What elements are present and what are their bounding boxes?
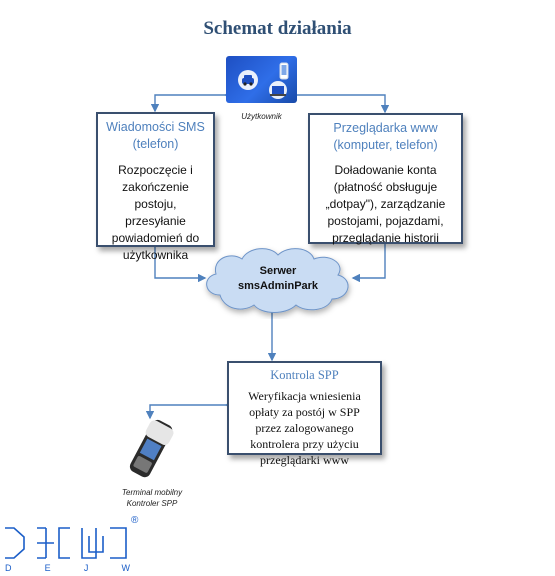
logo-letter: W (121, 563, 130, 573)
arrow-browser-server (351, 244, 386, 283)
sms-box: Wiadomości SMS (telefon) Rozpoczęcie i z… (96, 112, 215, 262)
terminal-device-icon (129, 419, 174, 478)
server-name-line2: smsAdminPark (237, 280, 319, 292)
logo-letter: E (44, 563, 51, 573)
page-title: Schemat działania (203, 18, 352, 39)
registered-mark: ® (131, 515, 139, 526)
terminal-caption: Terminal mobilny Kontroler SPP (104, 487, 200, 509)
browser-box-body: Doładowanie konta (płatność obsługuje „d… (325, 163, 446, 245)
laptop-icon (270, 84, 286, 102)
server-label: Serwer smsAdminPark (228, 264, 328, 294)
logo-letter: D (5, 563, 12, 573)
browser-box: Przeglądarka www (komputer, telefon) Doł… (308, 113, 463, 245)
dejw-logo-icon (5, 527, 127, 559)
arrow-sms-server (150, 240, 207, 283)
browser-box-heading: Przeglądarka www (komputer, telefon) (333, 121, 438, 152)
car-icon (240, 73, 256, 92)
spp-box-heading: Kontrola SPP (270, 368, 339, 382)
phone-icon (279, 62, 289, 85)
logo-letter: J (83, 563, 89, 573)
terminal-caption-line1: Terminal mobilny (121, 488, 183, 497)
arrow-user-browser (278, 90, 390, 114)
arrow-spp-terminal (145, 400, 233, 420)
sms-box-heading: Wiadomości SMS (telefon) (106, 120, 205, 151)
user-caption: Użytkownik (241, 112, 282, 121)
user-devices-image (226, 56, 297, 103)
spp-box-body: Weryfikacja wniesienia opłaty za postój … (248, 389, 361, 467)
server-name-line1: Serwer (259, 265, 297, 277)
server-cloud (206, 248, 349, 313)
logo-letters: D E J W (5, 563, 130, 573)
spp-box: Kontrola SPP Weryfikacja wniesienia opła… (227, 361, 382, 467)
sms-box-body: Rozpoczęcie i zakończenie postoju, przes… (111, 163, 200, 262)
arrow-user-sms (150, 90, 232, 113)
terminal-caption-line2: Kontroler SPP (126, 499, 178, 508)
